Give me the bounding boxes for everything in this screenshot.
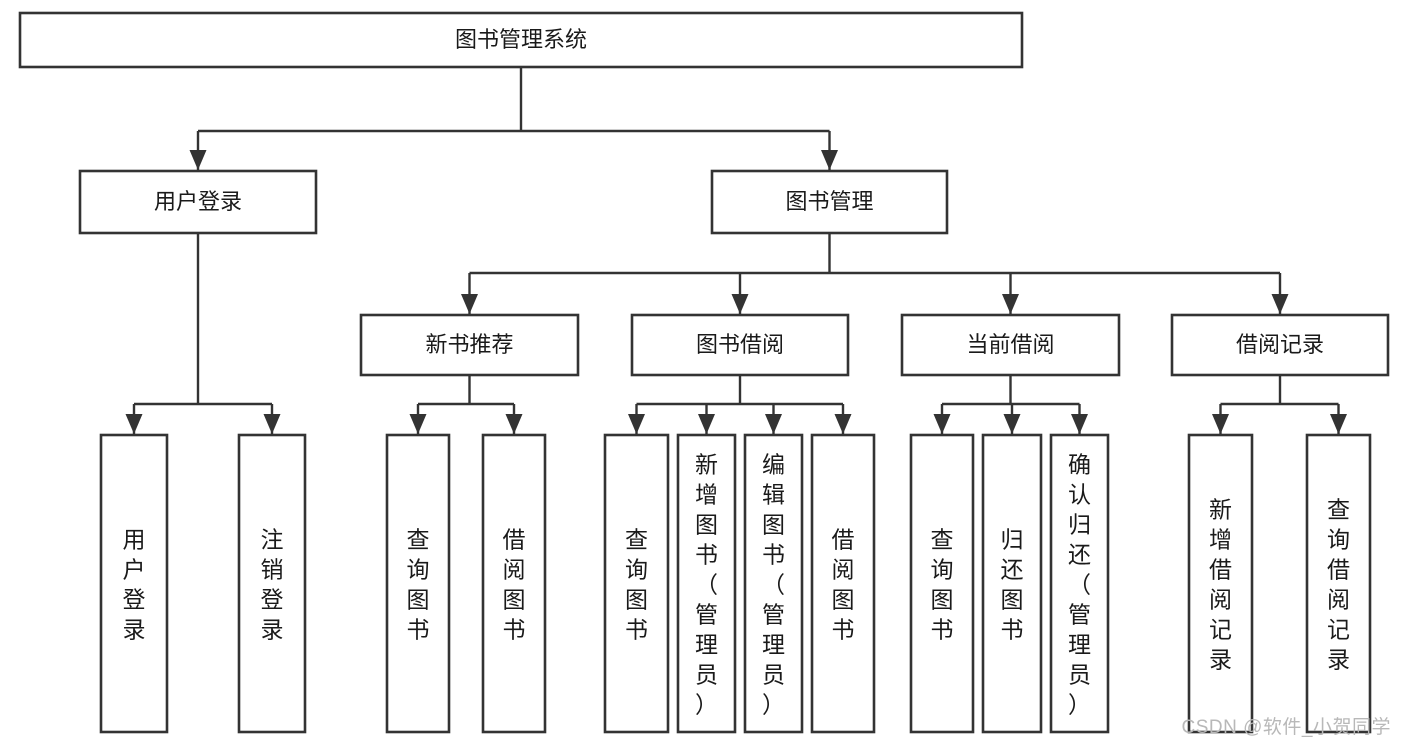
node-label: 图书管理系统 bbox=[455, 27, 587, 52]
node-box[interactable] bbox=[710, 169, 949, 235]
node-box[interactable] bbox=[909, 433, 975, 734]
node-leaf-用户登录[interactable]: 用户登录 bbox=[99, 433, 169, 734]
node-label: 确认归还（管理员） bbox=[1068, 452, 1091, 718]
node-leaf-借阅图书[interactable]: 借阅图书 bbox=[810, 433, 876, 734]
node-label: 借阅记录 bbox=[1236, 332, 1324, 357]
node-leaf-查询图书[interactable]: 查询图书 bbox=[909, 433, 975, 734]
node-label: 新书推荐 bbox=[425, 332, 513, 357]
arrow-head-icon bbox=[1330, 414, 1347, 434]
node-label: 图书借阅 bbox=[696, 332, 784, 357]
node-root-图书管理系统[interactable]: 图书管理系统 bbox=[18, 11, 1024, 69]
node-box[interactable] bbox=[237, 433, 307, 734]
arrow-head-icon bbox=[765, 414, 782, 434]
connector-layer bbox=[125, 67, 1347, 434]
node-label: 借阅图书 bbox=[503, 527, 526, 643]
node-label: 查询图书 bbox=[407, 527, 430, 643]
node-branch-用户登录[interactable]: 用户登录 bbox=[78, 169, 318, 235]
node-child-当前借阅[interactable]: 当前借阅 bbox=[900, 313, 1121, 377]
node-leaf-新增图书管理员[interactable]: 新增图书（管理员） bbox=[676, 433, 737, 734]
node-box[interactable] bbox=[1049, 433, 1110, 734]
node-box[interactable] bbox=[18, 11, 1024, 69]
node-child-新书推荐[interactable]: 新书推荐 bbox=[359, 313, 580, 377]
node-leaf-新增借阅记录[interactable]: 新增借阅记录 bbox=[1187, 433, 1254, 734]
arrow-head-icon bbox=[1271, 294, 1289, 314]
node-label: 用户登录 bbox=[154, 189, 242, 214]
node-label: 查询图书 bbox=[625, 527, 648, 643]
node-leaf-归还图书[interactable]: 归还图书 bbox=[981, 433, 1043, 734]
node-box[interactable] bbox=[603, 433, 670, 734]
node-child-借阅记录[interactable]: 借阅记录 bbox=[1170, 313, 1390, 377]
node-label: 用户登录 bbox=[123, 527, 146, 643]
node-child-图书借阅[interactable]: 图书借阅 bbox=[630, 313, 850, 377]
arrow-head-icon bbox=[821, 150, 838, 170]
arrow-head-icon bbox=[1002, 294, 1019, 314]
node-box[interactable] bbox=[676, 433, 737, 734]
node-leaf-注销登录[interactable]: 注销登录 bbox=[237, 433, 307, 734]
node-label: 查询图书 bbox=[931, 527, 954, 643]
node-label: 查询借阅记录 bbox=[1327, 497, 1350, 673]
arrow-head-icon bbox=[628, 414, 645, 434]
node-layer: 图书管理系统用户登录用户登录注销登录图书管理新书推荐查询图书借阅图书图书借阅查询… bbox=[18, 11, 1390, 734]
arrow-head-icon bbox=[263, 414, 281, 434]
node-label: 新增图书（管理员） bbox=[695, 452, 718, 718]
arrow-head-icon bbox=[1003, 414, 1021, 434]
node-leaf-查询借阅记录[interactable]: 查询借阅记录 bbox=[1305, 433, 1372, 734]
node-box[interactable] bbox=[385, 433, 451, 734]
node-box[interactable] bbox=[900, 313, 1121, 377]
node-box[interactable] bbox=[981, 433, 1043, 734]
node-box[interactable] bbox=[359, 313, 580, 377]
node-leaf-编辑图书管理员[interactable]: 编辑图书（管理员） bbox=[743, 433, 804, 734]
node-label: 图书管理 bbox=[785, 189, 873, 214]
node-box[interactable] bbox=[630, 313, 850, 377]
node-leaf-查询图书[interactable]: 查询图书 bbox=[603, 433, 670, 734]
node-label: 注销登录 bbox=[261, 527, 284, 643]
arrow-head-icon bbox=[125, 414, 143, 434]
node-label: 借阅图书 bbox=[832, 527, 855, 643]
node-label: 当前借阅 bbox=[966, 332, 1054, 357]
arrow-head-icon bbox=[505, 414, 523, 434]
arrow-head-icon bbox=[834, 414, 852, 434]
arrow-head-icon bbox=[698, 414, 715, 434]
arrow-head-icon bbox=[1071, 414, 1088, 434]
node-box[interactable] bbox=[810, 433, 876, 734]
node-box[interactable] bbox=[743, 433, 804, 734]
node-leaf-查询图书[interactable]: 查询图书 bbox=[385, 433, 451, 734]
node-leaf-借阅图书[interactable]: 借阅图书 bbox=[481, 433, 547, 734]
node-box[interactable] bbox=[1305, 433, 1372, 734]
node-label: 归还图书 bbox=[1001, 527, 1024, 643]
node-leaf-确认归还管理员[interactable]: 确认归还（管理员） bbox=[1049, 433, 1110, 734]
node-branch-图书管理[interactable]: 图书管理 bbox=[710, 169, 949, 235]
node-box[interactable] bbox=[481, 433, 547, 734]
arrow-head-icon bbox=[1212, 414, 1229, 434]
node-box[interactable] bbox=[99, 433, 169, 734]
node-label: 编辑图书（管理员） bbox=[762, 452, 785, 718]
arrow-head-icon bbox=[189, 150, 207, 170]
node-label: 新增借阅记录 bbox=[1209, 497, 1232, 673]
node-box[interactable] bbox=[78, 169, 318, 235]
arrow-head-icon bbox=[731, 294, 749, 314]
arrow-head-icon bbox=[461, 294, 478, 314]
arrow-head-icon bbox=[933, 414, 951, 434]
node-box[interactable] bbox=[1170, 313, 1390, 377]
arrow-head-icon bbox=[409, 414, 427, 434]
node-box[interactable] bbox=[1187, 433, 1254, 734]
